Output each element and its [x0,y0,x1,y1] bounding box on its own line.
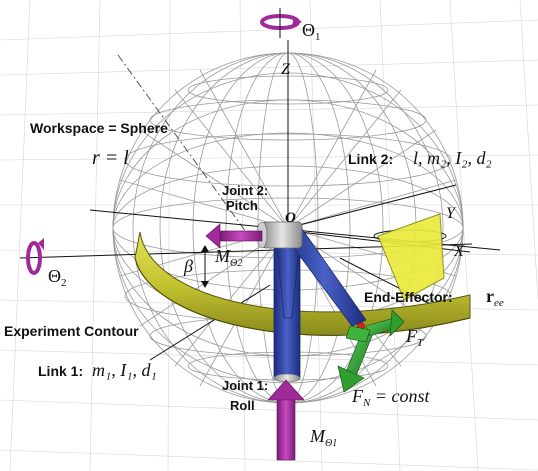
joint1-label-line2: Roll [230,398,255,413]
m-theta2-label: MΘ2 [214,246,242,269]
joint2-label-line1: Joint 2: [222,183,268,198]
origin-label: O [285,210,296,226]
link2-label: Link 2: [348,151,393,167]
link1-params-label: m₁, I₁, d₁ [92,360,157,380]
experiment-contour-label: Experiment Contour [4,323,139,339]
x-axis-label: X [453,243,465,260]
link2-guide-line [287,184,457,229]
experiment-contour-band [134,231,471,336]
rotation-icon-theta2 [26,238,44,275]
z-axis-label: Z [281,61,291,78]
r-ee-label: ree [486,286,504,309]
beta-arrow-up [201,245,209,252]
torque-arrow-theta1 [267,379,305,461]
force-arrow-tangential [365,309,405,337]
beta-label: β [183,256,193,276]
radius-label: r = l [92,147,129,169]
beta-arrow-down [201,281,209,288]
m-theta1-label: MΘ1 [309,426,337,449]
f-n-label: FN = const [351,386,430,409]
force-arrow-normal [337,325,373,393]
contour-fin [377,213,445,301]
end-effector-guide-line [339,257,433,306]
rotation-icon-theta1 [260,8,302,38]
torque-arrow-theta2 [205,223,263,249]
joint2-label-line2: Pitch [226,198,258,213]
f-t-label: FT [405,326,424,349]
end-effector-label: End-Effector: [364,289,453,305]
theta1-label: Θ1 [302,20,321,43]
theta2-label: Θ2 [48,266,67,289]
workspace-label: Workspace = Sphere [30,120,168,136]
link2-params-label: l, m₂, I₂, d₂ [413,148,492,168]
link1-label: Link 1: [38,363,83,379]
y-axis-label: Y [446,205,457,222]
dashdot-reference-line [117,54,247,233]
link1-guide-line [149,284,271,361]
joint1-label-line1: Joint 1: [222,378,268,393]
